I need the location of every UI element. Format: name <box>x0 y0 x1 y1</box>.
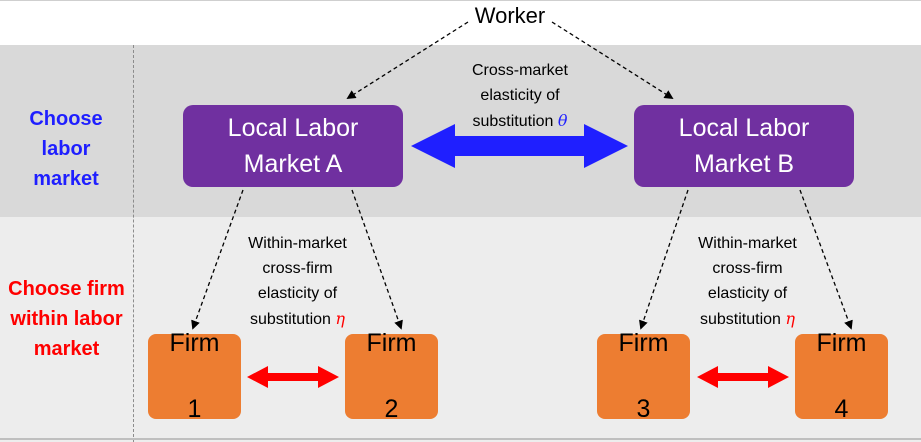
bottom-border-line <box>0 438 921 440</box>
firm-3-firm-4-double-arrow <box>697 366 789 388</box>
label-divider <box>133 45 134 442</box>
worker-to-market-a-arrow <box>346 21 469 99</box>
theta-symbol: θ <box>557 111 568 130</box>
local-labor-market-b: Local Labor Market B <box>634 105 854 187</box>
market-b-to-firm-3-arrow <box>639 189 689 330</box>
cross-market-elasticity-note: Cross-market elasticity of substitution … <box>471 62 568 130</box>
top-border-line <box>0 0 921 1</box>
cross-market-double-arrow <box>411 124 628 168</box>
worker-to-market-b-arrow <box>551 21 674 99</box>
choose-firm-label: Choose firm within labor market <box>8 278 125 360</box>
eta-symbol: η <box>785 309 795 328</box>
within-market-elasticity-note-b: Within-market cross-firm elasticity of s… <box>698 235 797 328</box>
market-a-to-firm-2-arrow <box>351 189 403 330</box>
within-market-elasticity-note-a: Within-market cross-firm elasticity of s… <box>248 235 347 328</box>
choose-labor-market-label: Choose labor market <box>29 108 103 190</box>
eta-symbol: η <box>335 309 345 328</box>
firm-1-firm-2-double-arrow <box>247 366 339 388</box>
local-labor-market-a: Local Labor Market A <box>183 105 403 187</box>
worker-label: Worker <box>474 3 546 28</box>
market-b-to-firm-4-arrow <box>799 189 853 330</box>
market-a-to-firm-1-arrow <box>191 189 244 330</box>
